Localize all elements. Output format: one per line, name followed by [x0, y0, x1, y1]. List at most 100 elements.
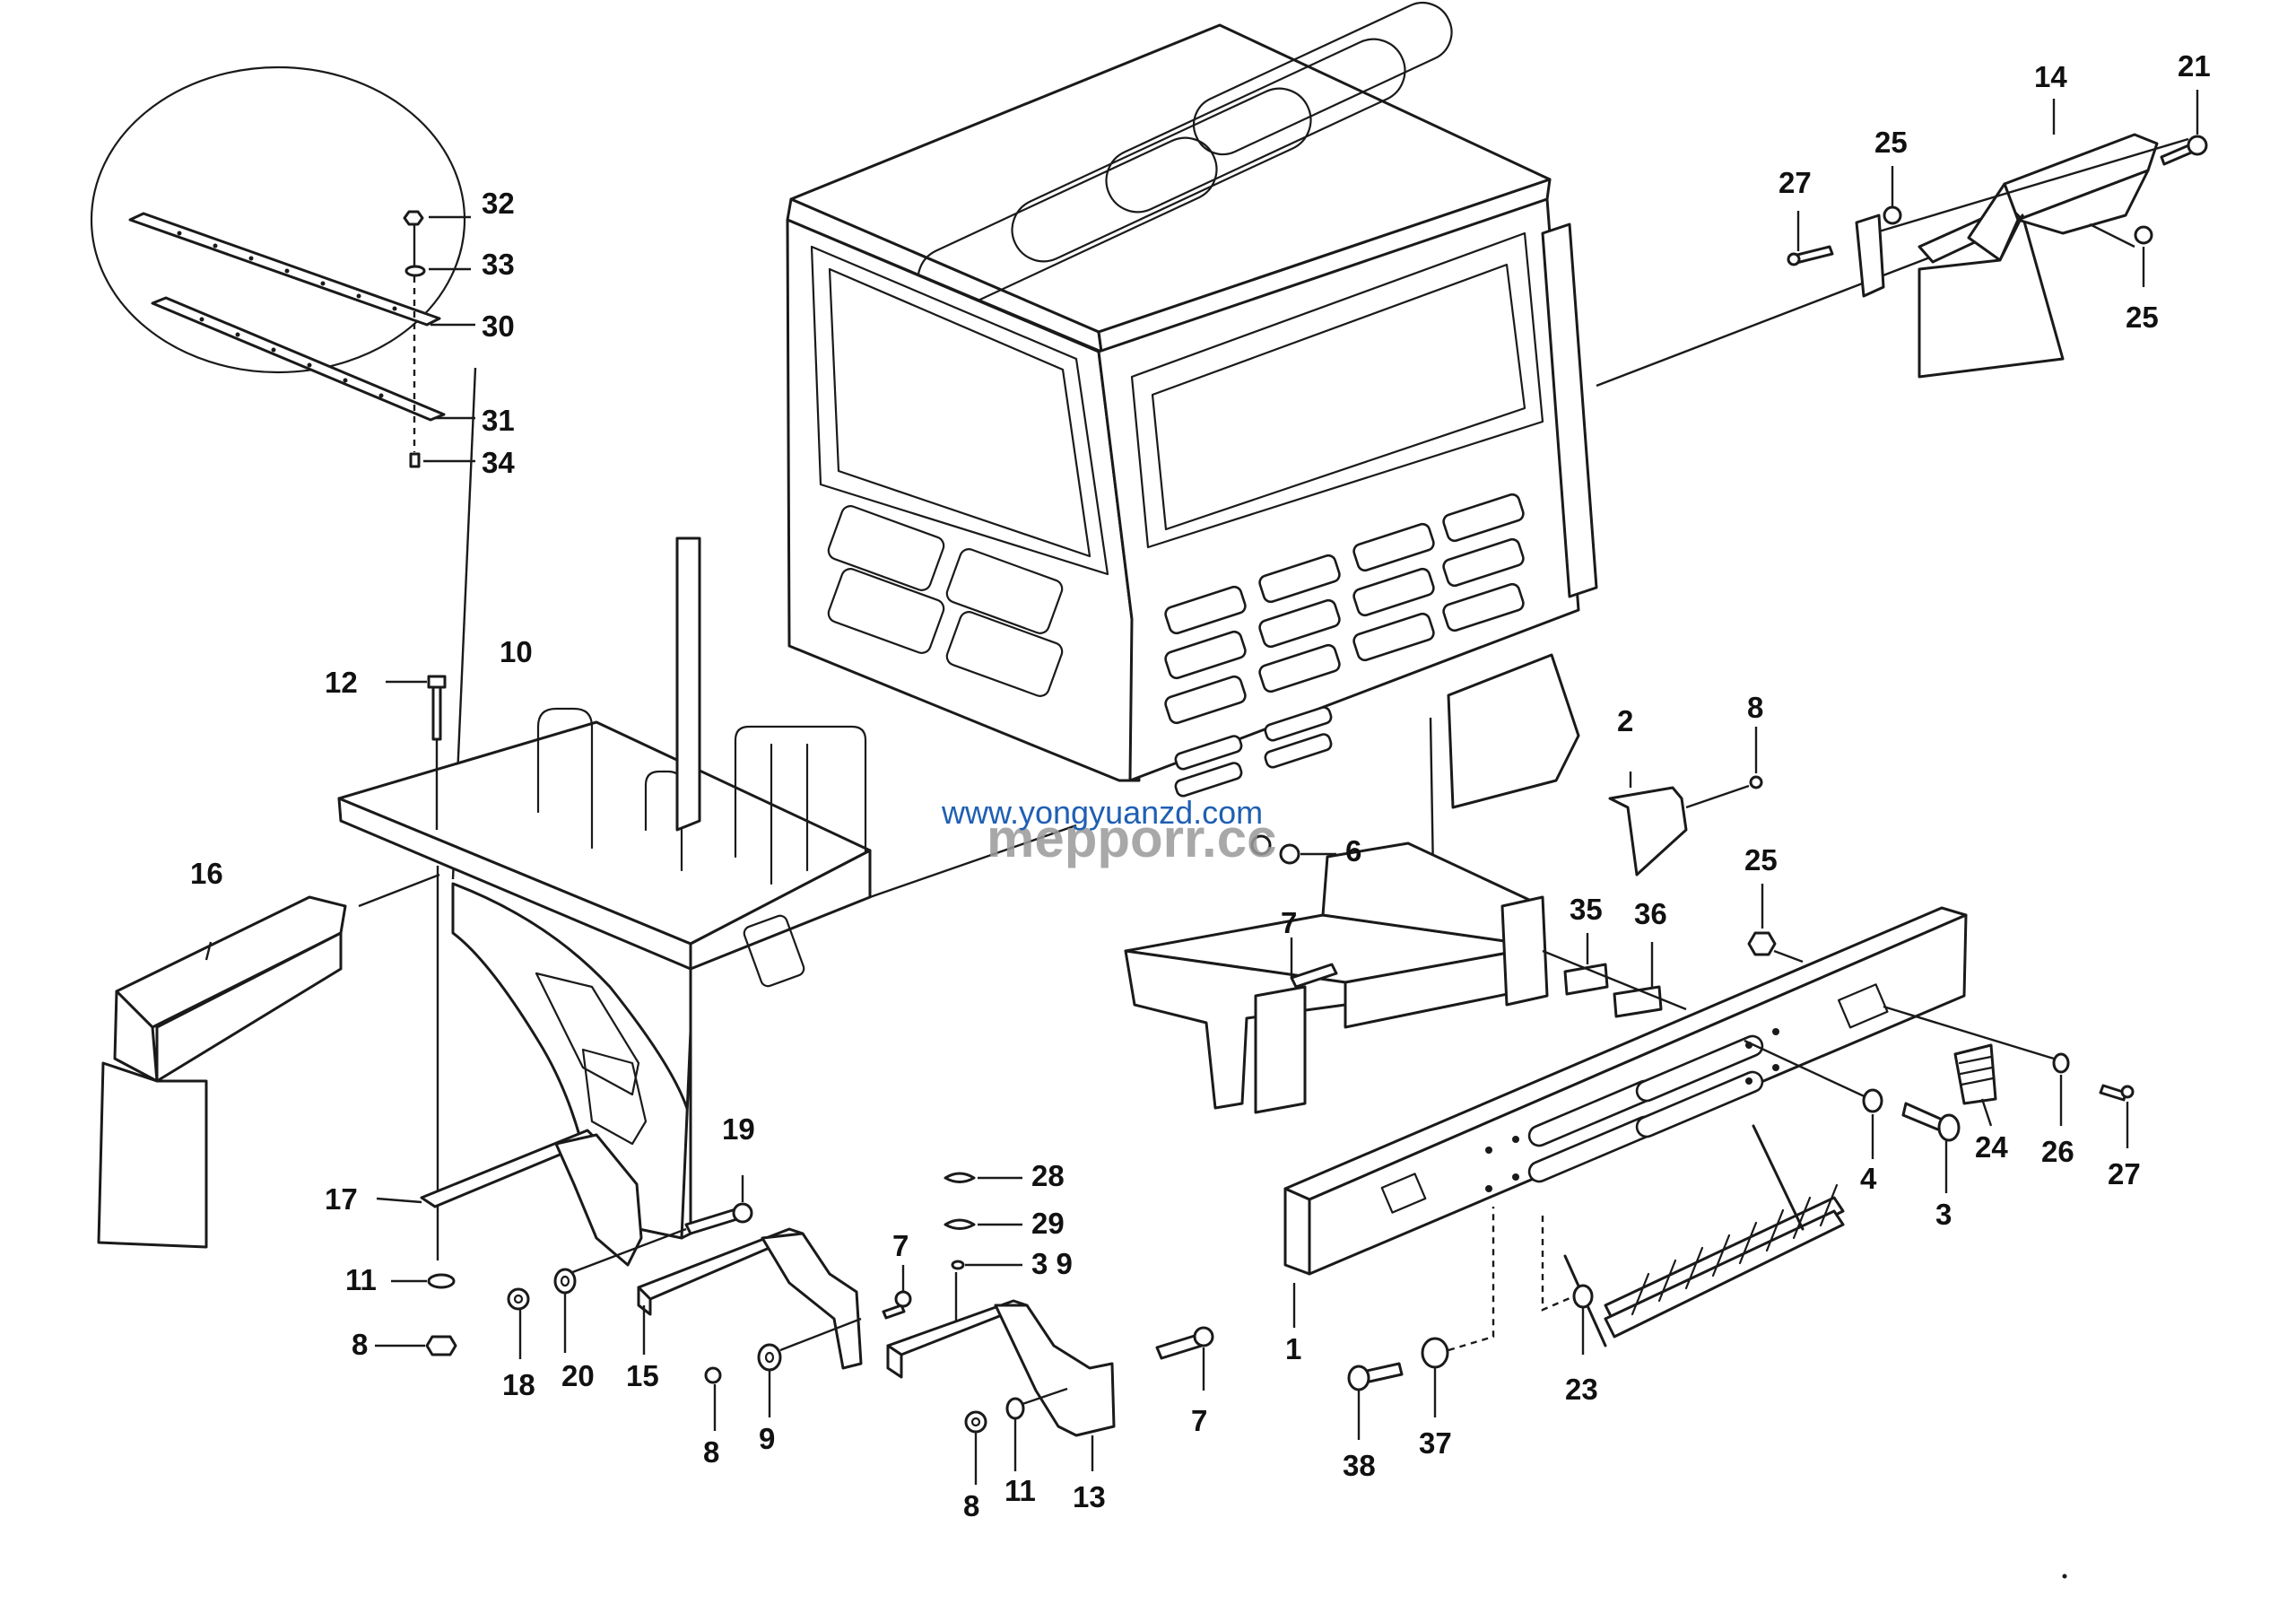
- callout-2: 2: [1617, 704, 1633, 737]
- callout-13: 13: [1073, 1480, 1106, 1513]
- callout-18: 18: [502, 1368, 535, 1401]
- callout-26: 26: [2041, 1135, 2074, 1168]
- mudflap-16: [97, 1061, 208, 1249]
- strip-31: [151, 296, 446, 422]
- bolt-34: [409, 452, 421, 468]
- hardware-24-26-27: [1953, 1043, 2135, 1148]
- clip-28: [944, 1172, 976, 1183]
- frame-bracket: [1124, 727, 1763, 1114]
- callout-25a: 25: [1874, 126, 1908, 159]
- callout-28: 28: [1031, 1159, 1065, 1192]
- bracket-17: [375, 1129, 643, 1356]
- callout-25c: 25: [1744, 843, 1778, 876]
- bolt-7c: [1155, 1326, 1214, 1391]
- bracket-2: [1608, 786, 1688, 876]
- callout-14: 14: [2034, 60, 2067, 93]
- washer-26: [2052, 1052, 2070, 1074]
- callout-33: 33: [482, 248, 515, 281]
- callout-6: 6: [1345, 834, 1361, 868]
- bracket-13: [886, 1299, 1116, 1471]
- washer-6: [1279, 843, 1300, 865]
- callout-labels: 1 2 3 4 6 7 7 7 8 8 8 8 9 10 11 11 12 13…: [190, 49, 2211, 1522]
- callout-20: 20: [561, 1359, 595, 1392]
- callout-23: 23: [1565, 1373, 1598, 1406]
- washer-4: [1862, 1088, 1883, 1113]
- washer-11b: [1005, 1397, 1025, 1420]
- mudguard-16: [97, 895, 347, 1249]
- washer-39: [951, 1260, 965, 1270]
- washer-20: [553, 1268, 577, 1295]
- watermark-url: www.yongyuanzd.com: [941, 794, 1263, 831]
- shim-36: [1613, 985, 1663, 1018]
- callout-7a: 7: [1281, 906, 1297, 939]
- bolt-7b: [882, 1265, 912, 1320]
- callout-29: 29: [1031, 1207, 1065, 1240]
- watermark-brand: mepporr.cc: [987, 808, 1276, 868]
- platform-10: [337, 536, 1077, 1240]
- callout-10: 10: [500, 635, 533, 668]
- hardware-8-11: [964, 1387, 1068, 1485]
- callout-8a: 8: [1747, 691, 1763, 724]
- callout-35: 35: [1570, 893, 1603, 926]
- callout-9: 9: [759, 1422, 775, 1455]
- nut-6: [1250, 834, 1272, 856]
- callout-38: 38: [1343, 1449, 1376, 1482]
- mudguard-bracket-14: [1855, 214, 1885, 298]
- callout-8b: 8: [352, 1328, 368, 1361]
- mudflap-14: [1918, 214, 2065, 379]
- bolt-21: [2160, 90, 2208, 166]
- bumper-1: [1283, 906, 2055, 1328]
- detail-view: [90, 65, 477, 880]
- callout-8c: 8: [703, 1435, 719, 1469]
- callout-39: 3 9: [1031, 1247, 1073, 1280]
- callout-25b: 25: [2126, 301, 2159, 334]
- nut-8-right: [1749, 775, 1763, 789]
- step-ladder-23: [1541, 1124, 1845, 1355]
- washer-9: [757, 1343, 782, 1372]
- nut-18: [507, 1287, 530, 1311]
- bolt-27b: [2099, 1084, 2127, 1102]
- nut-8b: [704, 1366, 722, 1384]
- bolt-19: [555, 1175, 753, 1280]
- nut-8: [425, 1335, 457, 1356]
- bracket-15: [637, 1227, 863, 1370]
- watermark: mepporr.cc www.yongyuanzd.com: [941, 794, 1276, 868]
- callout-36: 36: [1634, 897, 1667, 930]
- callout-21: 21: [2178, 49, 2211, 83]
- hardware-3-4: [1862, 1088, 1961, 1193]
- callout-17: 17: [325, 1182, 358, 1216]
- callout-30: 30: [482, 310, 515, 343]
- callout-27a: 27: [1779, 166, 1812, 199]
- callout-19: 19: [722, 1112, 755, 1146]
- callout-8d: 8: [963, 1489, 979, 1522]
- hardware-28-29-39: [944, 1172, 1022, 1326]
- callout-4: 4: [1860, 1162, 1877, 1195]
- strip-30: [128, 212, 441, 327]
- washer-33: [404, 265, 426, 277]
- cab-assembly: [786, 2, 2005, 876]
- stray-dot: [2062, 1574, 2067, 1579]
- callout-16: 16: [190, 857, 223, 890]
- washer-23: [1572, 1284, 1594, 1309]
- callout-31: 31: [482, 404, 515, 437]
- callout-37: 37: [1419, 1426, 1452, 1460]
- callout-32: 32: [482, 187, 515, 220]
- hardware-18-20: [507, 1268, 577, 1359]
- nut-25c: [1747, 884, 1804, 964]
- callout-15: 15: [626, 1359, 659, 1392]
- bolt-12: [386, 675, 447, 1260]
- hardware-37-38: [1347, 1207, 1495, 1440]
- hardware-8-9: [704, 1317, 862, 1431]
- nut-32: [403, 210, 424, 226]
- washer-11: [427, 1273, 456, 1289]
- bracket-24: [1953, 1043, 1997, 1105]
- callout-12: 12: [325, 666, 358, 699]
- nut-25a: [1883, 205, 1902, 225]
- callout-3: 3: [1935, 1198, 1952, 1231]
- callout-24: 24: [1975, 1130, 2008, 1164]
- mudguard-14: [1855, 99, 2189, 379]
- nut-25b: [2134, 225, 2153, 245]
- detail-circle: [90, 65, 466, 374]
- callout-11a: 11: [345, 1263, 377, 1296]
